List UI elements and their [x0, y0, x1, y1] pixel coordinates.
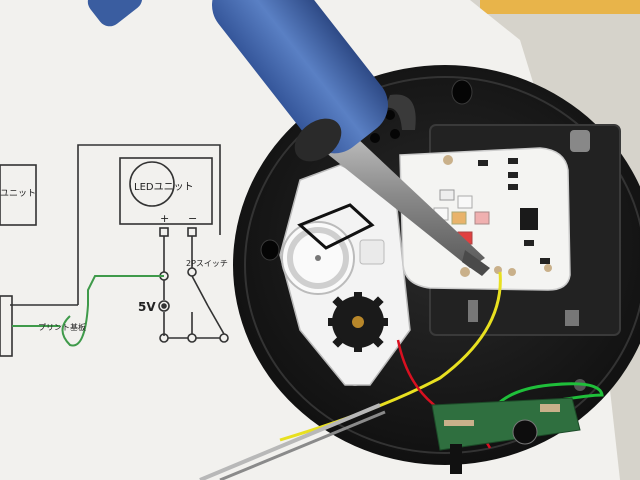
- soldering-iron: [87, 0, 490, 276]
- orange-object: [480, 0, 640, 14]
- left-unit-box: [0, 164, 37, 226]
- left-unit-label: ユニット: [0, 189, 36, 199]
- led-chip: [457, 195, 473, 209]
- voltage-label: 5V: [138, 300, 156, 314]
- schematic-wire-top: [77, 144, 221, 235]
- schematic-green-wire: [12, 275, 164, 347]
- led-symbol: [129, 161, 175, 207]
- iron-handle: [212, 0, 388, 154]
- drive-belt: [297, 203, 375, 250]
- switch-lever: [191, 275, 209, 307]
- switch-pcb: [431, 397, 581, 474]
- led-board: [399, 147, 571, 291]
- led-chip: [474, 211, 490, 225]
- led-unit-box: [119, 157, 213, 225]
- switch-label: 2Pスイッチ: [186, 259, 228, 268]
- minus-label: −: [188, 212, 197, 225]
- led-unit-label: LEDユニット: [134, 182, 194, 193]
- iron-tip: [310, 122, 485, 268]
- power-terminal: [158, 300, 170, 312]
- ic-chip: [520, 208, 538, 230]
- board-label: プリント基板: [38, 322, 86, 332]
- gearbox: [279, 164, 411, 386]
- led-chip: [451, 211, 467, 225]
- schematic-diagram: [0, 144, 229, 357]
- plus-label: +: [160, 212, 169, 225]
- tweezers: [199, 403, 386, 480]
